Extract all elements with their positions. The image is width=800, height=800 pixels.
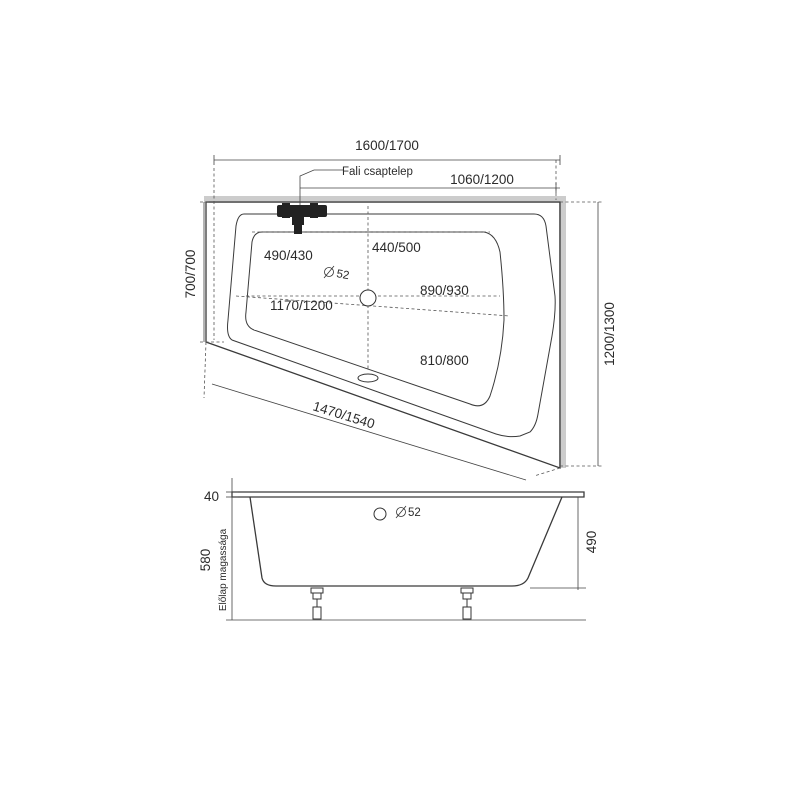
label-inner-width: 1060/1200 <box>450 172 514 187</box>
guide-diagonal <box>235 295 511 317</box>
label-total-height: 580 <box>198 549 213 572</box>
label-890-930: 890/930 <box>420 283 469 298</box>
label-810-800: 810/800 <box>420 353 469 368</box>
label-tub-depth: 490 <box>584 531 599 554</box>
overflow-icon <box>357 373 379 383</box>
label-drain-top: 52 <box>323 265 350 282</box>
label-faucet: Fali csaptelep <box>342 166 413 178</box>
drain-icon <box>359 289 377 307</box>
leg-left-icon <box>310 587 324 620</box>
back-wall <box>204 196 566 203</box>
dimline-front-length <box>211 383 527 481</box>
label-front-length: 1470/1540 <box>311 399 376 432</box>
label-front-panel: Előlap magassága <box>218 528 229 611</box>
label-drain-diameter-side: 52 <box>408 507 421 519</box>
side-view: 40 52 580 Előlap magassága 490 <box>198 478 599 621</box>
side-drain-icon <box>373 507 387 521</box>
diameter-icon <box>396 507 406 517</box>
faucet-leader <box>299 169 344 208</box>
side-rim <box>231 491 585 498</box>
leg-right-icon <box>460 587 474 620</box>
side-wall <box>559 196 566 468</box>
label-440-500: 440/500 <box>372 240 421 255</box>
wall-faucet-icon <box>277 203 327 234</box>
label-490-430: 490/430 <box>264 248 313 263</box>
label-rim-thickness: 40 <box>204 489 219 504</box>
label-drain-side: 52 <box>395 505 421 519</box>
tub-basin <box>245 231 505 407</box>
top-view: 1600/1700 Fali csaptelep 1060/1200 700/7… <box>183 138 617 481</box>
tub-inner-rim <box>227 213 556 438</box>
label-right-height: 1200/1300 <box>602 302 617 366</box>
label-drain-diameter-top: 52 <box>335 268 350 282</box>
guide-front-left <box>203 341 207 399</box>
label-overall-width: 1600/1700 <box>355 138 419 153</box>
side-tub-body <box>249 496 563 587</box>
diameter-icon <box>324 267 334 277</box>
guide-front-right <box>533 467 561 477</box>
label-1170-1200: 1170/1200 <box>270 298 333 313</box>
label-left-height: 700/700 <box>183 250 198 299</box>
